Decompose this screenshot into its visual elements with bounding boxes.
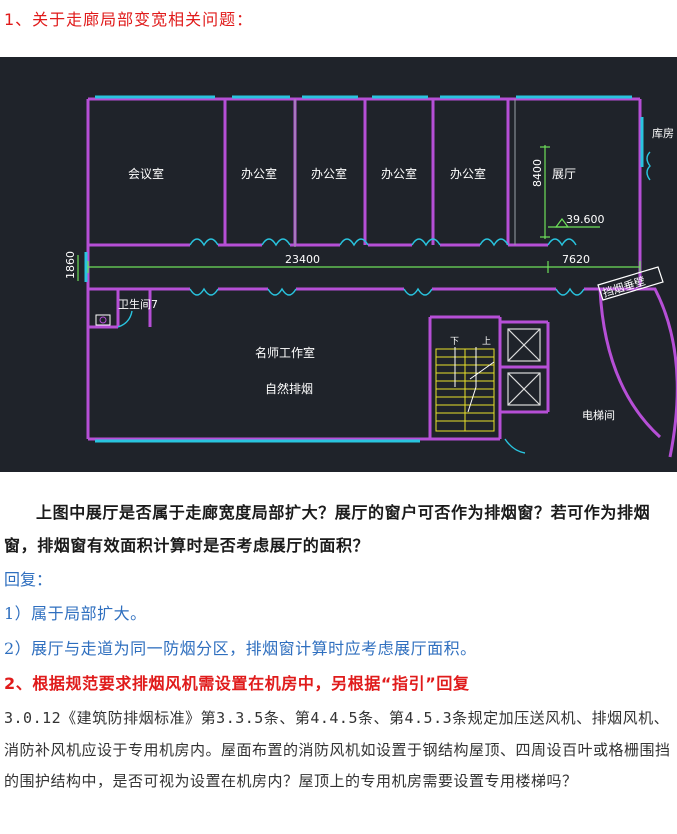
label-natural-smoke: 自然排烟 [265, 381, 313, 396]
label-office-2: 办公室 [311, 166, 347, 181]
label-office-1: 办公室 [241, 166, 277, 181]
plan-elevators [507, 328, 541, 406]
dim-corridor-length: 23400 [285, 253, 320, 266]
label-stair-up: 上 [482, 336, 491, 347]
body-paragraph: 3.0.12《建筑防排烟标准》第3.3.5条、第4.4.5条、第4.5.3条规定… [4, 709, 671, 790]
section-heading-1: 1、关于走廊局部变宽相关问题： [4, 10, 254, 29]
dim-hall-depth: 8400 [531, 159, 544, 187]
label-studio: 名师工作室 [255, 345, 315, 360]
label-office-3: 办公室 [381, 166, 417, 181]
label-storeroom: 库房 [652, 127, 674, 140]
label-elevator-hall: 电梯间 [582, 409, 615, 422]
reply-label: 回复： [4, 570, 53, 589]
floor-plan-drawing: 会议室 办公室 办公室 办公室 办公室 展厅 库房 卫生间7 名师工作室 自然排… [0, 57, 677, 472]
label-stair-down: 下 [450, 337, 459, 347]
plan-windows [84, 95, 644, 443]
question-paragraph: 上图中展厅是否属于走廊宽度局部扩大？展厅的窗户可否作为排烟窗？若可作为排烟窗，排… [4, 503, 651, 555]
plan-dimensions [77, 145, 641, 281]
label-office-4: 办公室 [450, 166, 486, 181]
dim-elevation: 39.600 [566, 213, 605, 226]
dim-corridor-width: 1860 [64, 251, 77, 279]
section-heading-2: 2、根据规范要求排烟风机需设置在机房中，另根据“指引”回复 [4, 674, 470, 693]
floor-plan-image: 会议室 办公室 办公室 办公室 办公室 展厅 库房 卫生间7 名师工作室 自然排… [0, 57, 677, 472]
plan-doors [117, 151, 651, 454]
answer-1: 1）属于局部扩大。 [4, 604, 147, 623]
label-toilet: 卫生间7 [118, 297, 158, 311]
plan-stairs [435, 348, 495, 432]
label-exhibition-hall: 展厅 [552, 167, 576, 181]
dim-hall-length: 7620 [562, 253, 590, 266]
label-meeting-room: 会议室 [128, 166, 164, 181]
answer-2: 2）展厅与走道为同一防烟分区，排烟窗计算时应考虑展厅面积。 [4, 639, 477, 658]
